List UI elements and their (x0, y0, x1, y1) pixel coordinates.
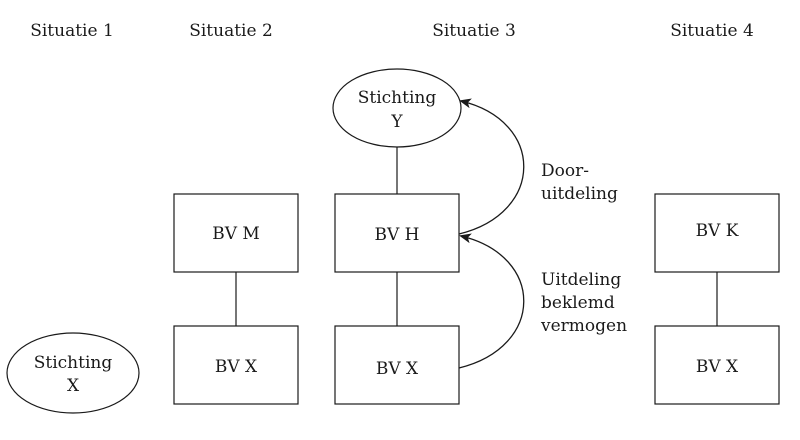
door-uitdeling-line1: Door- (541, 161, 589, 181)
situatie-1-header: Situatie 1 (30, 21, 114, 41)
bv-h-label: BV H (375, 225, 420, 245)
uitdeling-beklemd-line1: Uitdeling (541, 270, 621, 290)
bv-m-node: BV M (173, 193, 299, 273)
bv-k-label: BV K (696, 221, 739, 241)
situatie-2-header: Situatie 2 (189, 21, 273, 41)
bv-x-label-situatie-2: BV X (215, 357, 258, 377)
uitdeling-beklemd-line2: beklemd (541, 293, 615, 313)
bv-k-node: BV K (654, 193, 780, 273)
uitdeling-beklemd-label: Uitdeling beklemd vermogen (540, 270, 627, 336)
uitdeling-beklemd-line3: vermogen (540, 316, 627, 336)
bv-m-label: BV M (212, 224, 260, 244)
stichting-x-line1: Stichting (34, 353, 113, 373)
stichting-y-line1: Stichting (358, 88, 437, 108)
bv-x-node-situatie-2: BV X (173, 325, 299, 405)
stichting-y-node: Stichting Y (332, 68, 462, 148)
uitdeling-beklemd-arrow (458, 233, 525, 369)
door-uitdeling-arrow (458, 98, 525, 235)
stichting-x-line2: X (67, 376, 80, 396)
bv-x-label-situatie-3: BV X (376, 359, 419, 379)
bv-x-node-situatie-4: BV X (654, 325, 780, 405)
situatie-4-header: Situatie 4 (670, 21, 754, 41)
bv-x-node-situatie-3: BV X (334, 325, 460, 405)
stichting-x-node: Stichting X (6, 332, 140, 414)
stichting-y-line2: Y (390, 112, 403, 132)
door-uitdeling-line2: uitdeling (541, 184, 618, 204)
bv-x-label-situatie-4: BV X (696, 357, 739, 377)
situatie-3-header: Situatie 3 (432, 21, 516, 41)
bv-h-node: BV H (334, 193, 460, 273)
door-uitdeling-label: Door- uitdeling (541, 161, 618, 204)
